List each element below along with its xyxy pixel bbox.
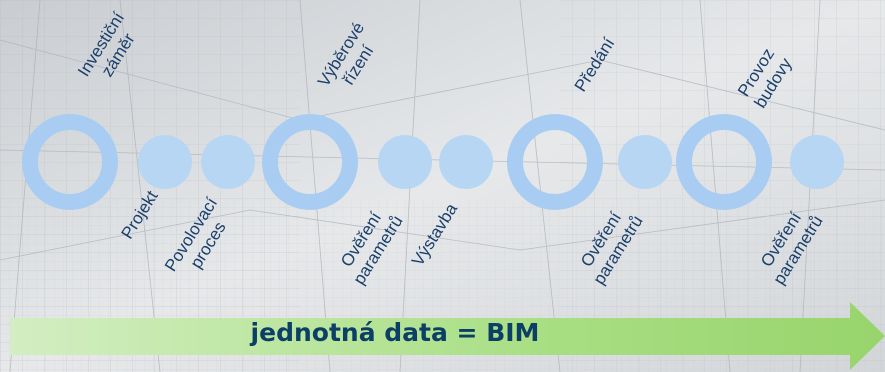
step-dot <box>439 135 493 189</box>
phase-ring <box>676 114 772 210</box>
phase-ring <box>22 114 118 210</box>
phase-ring <box>507 114 603 210</box>
step-dot <box>201 135 255 189</box>
step-dot <box>138 135 192 189</box>
step-dot <box>790 135 844 189</box>
phase-ring <box>262 114 358 210</box>
step-dot <box>618 135 672 189</box>
step-dot <box>378 135 432 189</box>
bim-arrow-label: jednotná data = BIM <box>250 318 540 347</box>
